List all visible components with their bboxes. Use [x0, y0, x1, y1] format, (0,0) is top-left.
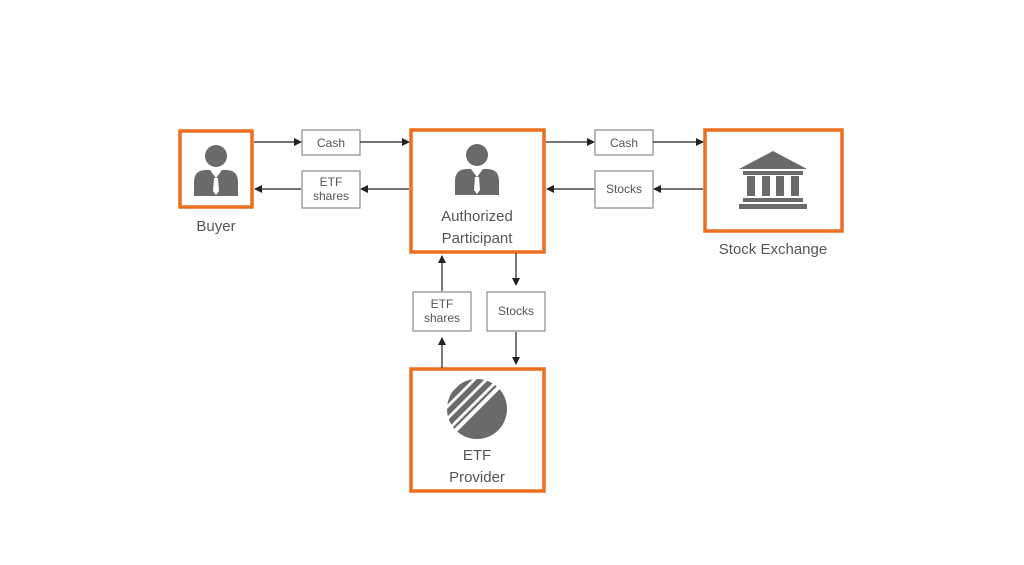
stock-exchange-box: [703, 128, 844, 233]
stocks-flow-box: [594, 170, 654, 209]
person-icon: [194, 145, 238, 196]
stock-exchange-label: Stock Exchange: [719, 241, 827, 258]
etf-shares-label-line1: ETF: [431, 297, 454, 311]
flow-exchange-to-ap-stocks: Stocks: [546, 170, 703, 209]
stocks-flow-box: [486, 291, 546, 332]
stock-exchange-node: Stock Exchange: [703, 128, 844, 258]
etf-provider-node: ETF Provider: [409, 367, 546, 493]
person-icon: [455, 144, 499, 195]
stocks-flow-label: Stocks: [606, 182, 642, 196]
cash-flow-label: Cash: [610, 136, 638, 150]
etf-shares-flow-box: [412, 291, 472, 332]
authorized-participant-label-line1: Authorized: [441, 208, 513, 225]
flow-provider-to-ap-etf-shares: ETF shares: [412, 255, 472, 368]
cash-flow-box: [594, 129, 654, 156]
authorized-participant-label-line2: Participant: [442, 230, 514, 247]
cash-flow-label: Cash: [317, 136, 345, 150]
etf-provider-label-line2: Provider: [449, 469, 505, 486]
flow-ap-to-exchange-cash: Cash: [546, 129, 704, 156]
buyer-node: Buyer: [178, 129, 254, 235]
pie-chart-icon: [441, 373, 513, 445]
flow-ap-to-buyer-etf-shares: ETF shares: [254, 170, 409, 209]
etf-provider-label-line1: ETF: [463, 447, 491, 464]
etf-shares-label-line1: ETF: [320, 175, 343, 189]
stocks-flow-label: Stocks: [498, 304, 534, 318]
etf-shares-flow-box: [301, 170, 361, 209]
etf-shares-label-line2: shares: [424, 311, 460, 325]
flow-ap-to-provider-stocks: Stocks: [486, 253, 546, 365]
authorized-participant-node: Authorized Participant: [409, 128, 546, 254]
flow-buyer-to-ap-cash: Cash: [254, 129, 410, 156]
buyer-label: Buyer: [196, 218, 235, 235]
etf-shares-label-line2: shares: [313, 189, 349, 203]
bank-building-icon: [739, 151, 807, 209]
